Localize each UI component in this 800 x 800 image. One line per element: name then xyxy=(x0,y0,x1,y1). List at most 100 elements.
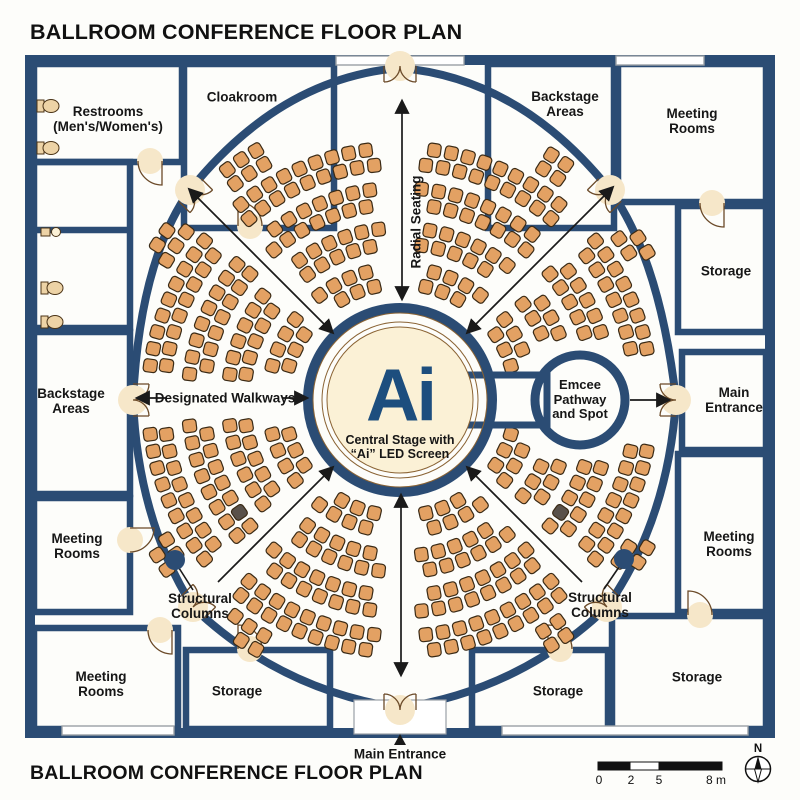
seat xyxy=(549,613,567,631)
seat xyxy=(552,279,570,297)
toilet-icon xyxy=(40,281,64,295)
seat xyxy=(638,243,656,261)
seat xyxy=(592,460,609,476)
seat xyxy=(535,622,552,640)
seat xyxy=(468,615,485,632)
seat xyxy=(443,638,460,655)
seat xyxy=(575,324,593,342)
seat xyxy=(221,489,239,507)
door-gap xyxy=(147,617,173,643)
seat xyxy=(454,551,471,569)
seat xyxy=(244,481,262,499)
seat xyxy=(496,471,514,489)
scale-bar: 0 2 5 8 m xyxy=(596,761,726,787)
seat xyxy=(549,169,567,187)
seat xyxy=(434,499,451,517)
seat xyxy=(524,473,542,491)
seat xyxy=(638,539,656,557)
seat xyxy=(333,492,351,509)
seat xyxy=(254,465,272,483)
seat xyxy=(154,476,171,493)
seat xyxy=(165,460,183,476)
seat xyxy=(586,475,603,493)
seat xyxy=(324,149,340,166)
seat xyxy=(535,160,552,178)
door-swing-icon xyxy=(699,202,725,228)
double-door-swing-icon xyxy=(178,178,214,214)
seat xyxy=(605,291,623,309)
seat xyxy=(247,450,264,467)
seat xyxy=(295,202,313,220)
seat xyxy=(426,519,443,536)
seat xyxy=(332,620,349,637)
seat xyxy=(543,636,560,654)
seat xyxy=(225,349,242,366)
arrow-diagonal-bottom-left xyxy=(217,465,335,583)
seat xyxy=(283,601,301,619)
seat xyxy=(550,325,567,342)
double-door-swing-icon xyxy=(132,383,150,417)
seat xyxy=(629,476,646,493)
seat xyxy=(149,460,166,476)
seat xyxy=(185,246,203,264)
seat xyxy=(295,456,313,474)
seat xyxy=(457,505,475,523)
seat xyxy=(329,248,346,266)
seat xyxy=(569,474,586,492)
seat xyxy=(291,160,308,178)
seat xyxy=(184,349,201,365)
seat xyxy=(447,187,464,204)
seat xyxy=(366,278,382,295)
seat xyxy=(254,317,272,335)
seat xyxy=(358,199,374,215)
seat xyxy=(592,324,609,340)
seat xyxy=(226,607,244,625)
toilet-icon xyxy=(36,141,60,155)
seat xyxy=(578,491,596,509)
seat xyxy=(145,340,162,357)
seat xyxy=(622,340,639,357)
seat xyxy=(509,567,527,585)
seat xyxy=(522,606,540,624)
seat xyxy=(247,640,265,658)
compass-north-label: N xyxy=(754,743,762,755)
double-door-swing-icon xyxy=(586,178,622,214)
seat xyxy=(492,160,509,178)
seat xyxy=(222,366,238,382)
seat xyxy=(200,483,218,501)
seat xyxy=(247,333,264,350)
seat xyxy=(362,545,378,562)
seat xyxy=(496,341,513,358)
room-storage-bottom-right xyxy=(608,612,770,733)
seat xyxy=(167,237,185,255)
seat xyxy=(495,206,512,224)
emcee-spot-circle xyxy=(530,350,630,450)
seat xyxy=(341,581,358,598)
seat xyxy=(413,546,429,563)
seat xyxy=(597,276,615,293)
seat xyxy=(442,202,459,219)
seat xyxy=(255,155,273,173)
double-door-swing-icon xyxy=(659,383,677,417)
seat xyxy=(442,269,459,287)
seat xyxy=(533,488,551,506)
seat xyxy=(240,164,258,183)
door-gap xyxy=(699,190,725,216)
seat xyxy=(489,561,507,579)
seat xyxy=(438,557,455,574)
arrow-diagonal-top-right xyxy=(465,185,615,335)
seat xyxy=(295,326,313,344)
seat xyxy=(244,301,262,319)
seat xyxy=(517,541,535,559)
seat xyxy=(447,596,464,613)
seat xyxy=(464,591,481,608)
scale-tick-8m: 8 m xyxy=(706,773,726,787)
seat xyxy=(181,366,198,382)
seat xyxy=(414,603,430,619)
seat xyxy=(333,291,351,308)
seat xyxy=(268,592,286,610)
seat xyxy=(281,426,298,443)
seat xyxy=(542,572,560,590)
seat xyxy=(149,324,166,340)
